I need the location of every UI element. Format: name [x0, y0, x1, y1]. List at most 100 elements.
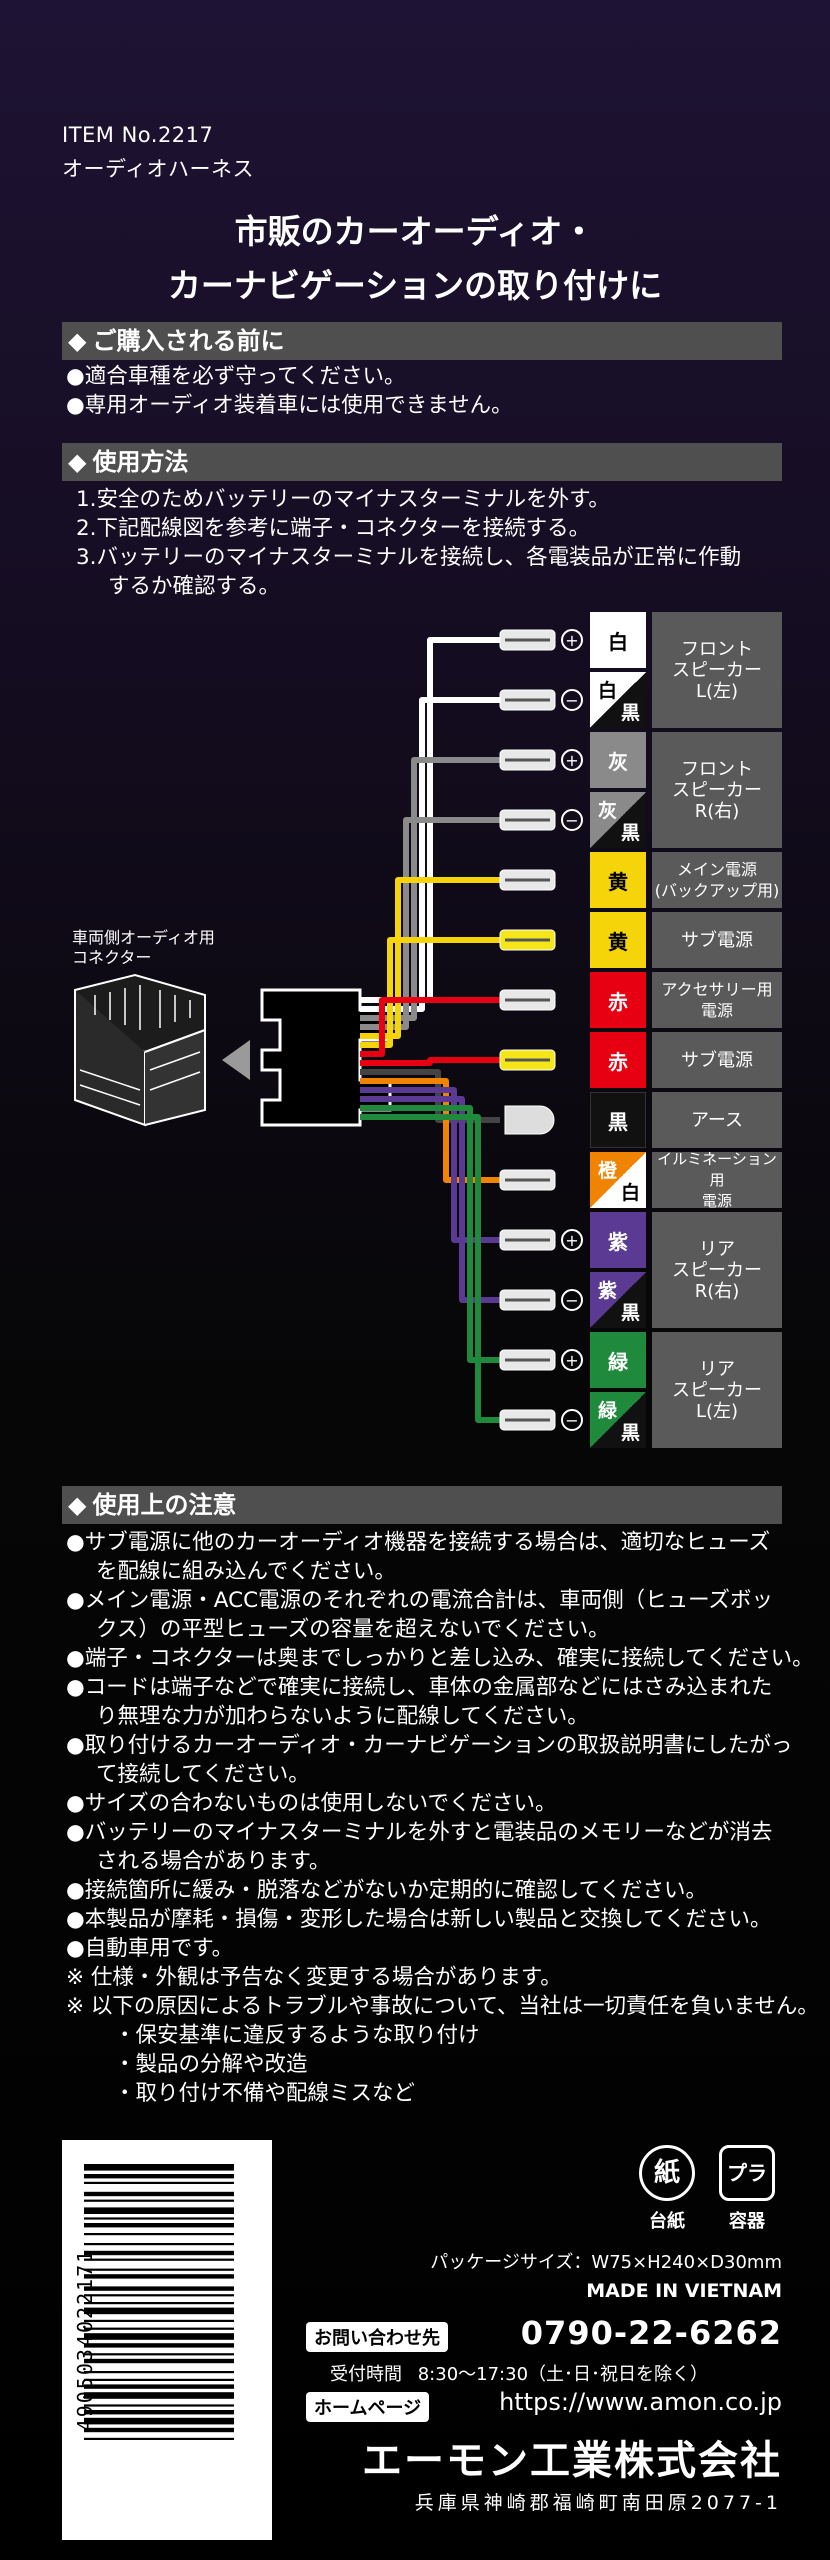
diamond-icon: ◆	[68, 327, 87, 355]
terminal-icon	[499, 1049, 556, 1071]
headline-line2: カーナビゲーションの取り付けに	[167, 266, 663, 305]
barcode-bar	[84, 2294, 234, 2297]
wire-color-box-green-black: 緑黒	[590, 1392, 646, 1448]
wire-color-box-gray: 灰	[590, 732, 646, 788]
barcode-bar	[84, 2250, 234, 2256]
terminal-icon	[499, 749, 556, 771]
usage-step: 3.バッテリーのマイナスターミナルを接続し、各電装品が正常に作動	[76, 545, 742, 570]
barcode-bar	[84, 2199, 234, 2202]
wiring-diagram: +−+−+−+− 車両側オーディオ用 コネクター 白 白黒 灰 灰黒 黄 黄 赤…	[0, 600, 830, 1460]
package-size: パッケージサイズ：W75×H240×D30mm	[430, 2252, 782, 2273]
hours-row: 受付時間 8:30〜17:30（土･日･祝日を除く）	[330, 2360, 782, 2386]
terminal-icon	[499, 989, 556, 1011]
diamond-icon: ◆	[68, 448, 87, 476]
wire-color-box-orange-white: 橙白	[590, 1152, 646, 1208]
barcode-bar	[84, 2378, 234, 2381]
wire-color-box-black: 黒	[590, 1092, 646, 1148]
barcode-bar	[84, 2258, 234, 2261]
label-sub-power: サブ電源	[652, 1032, 782, 1088]
wire-color-box-green: 緑	[590, 1332, 646, 1388]
vehicle-connector-illustration	[74, 973, 206, 1127]
usage-step-cont: するか確認する。	[108, 574, 281, 599]
caution-line: ●バッテリーのマイナスターミナルを外すと電装品のメモリーなどが消去	[66, 1820, 773, 1845]
item-header: ITEM No.2217 オーディオハーネス	[62, 118, 254, 186]
polarity-icon	[561, 1349, 583, 1371]
diamond-icon: ◆	[68, 1491, 87, 1519]
barcode-bar	[84, 2164, 234, 2171]
company-address: 兵庫県神崎郡福崎町南田原2077-1	[414, 2492, 782, 2514]
inquiry-label: お問い合わせ先	[306, 2322, 448, 2352]
usage-step: 1.安全のためバッテリーのマイナスターミナルを外す。	[76, 487, 610, 512]
barcode-bar	[84, 2223, 234, 2228]
usage-step: 2.下記配線図を参考に端子・コネクターを接続する。	[76, 516, 591, 541]
terminal-icon	[499, 1409, 556, 1431]
headline-line1: 市販のカーオーディオ・	[234, 212, 596, 251]
wire-color-box-yellow: 黄	[590, 912, 646, 968]
caution-line: される場合があります。	[96, 1849, 331, 1874]
phone-number: 0790-22-6262	[520, 2314, 782, 2352]
barcode-bar	[84, 2286, 234, 2291]
polarity-sign: +	[565, 631, 578, 650]
paper-recycle-mark: 紙 台紙	[632, 2145, 702, 2235]
barcode-bar	[84, 2327, 234, 2330]
polarity-icon	[561, 809, 583, 831]
barcode-bar	[84, 2384, 234, 2389]
wire-5	[360, 937, 500, 1048]
barcode-bar	[84, 2410, 234, 2415]
vehicle-connector-label-line: 車両側オーディオ用	[72, 928, 215, 947]
caution-line: ※ 仕様・外観は予告なく変更する場合があります。	[66, 1965, 562, 1990]
wire-color-box-yellow: 黄	[590, 852, 646, 908]
wire-color-box-red: 赤	[590, 972, 646, 1028]
section-title: ご購入される前に	[92, 327, 285, 355]
caution-line: ●自動車用です。	[66, 1936, 234, 1961]
barcode-number: 4905034022171	[73, 2248, 97, 2432]
polarity-sign: −	[565, 1411, 578, 1430]
label-accessory-power: アクセサリー用 電源	[652, 972, 782, 1028]
hours-label: 受付時間	[330, 2364, 402, 2385]
terminal-icon	[499, 1169, 556, 1191]
plastic-recycle-label: 容器	[729, 2211, 765, 2232]
headline: 市販のカーオーディオ・ カーナビゲーションの取り付けに	[0, 205, 830, 313]
terminal-icon	[499, 1289, 556, 1311]
caution-line: り無理な力が加わらないように配線してください。	[96, 1704, 589, 1729]
wire-color-box-purple-black: 紫黒	[590, 1272, 646, 1328]
caution-line: ・取り付け不備や配線ミスなど	[114, 2081, 416, 2106]
section-title: 使用上の注意	[92, 1491, 237, 1519]
label-front-speaker-right: フロント スピーカー R(右)	[652, 732, 782, 848]
wire-12	[360, 1105, 500, 1363]
polarity-icon	[561, 1229, 583, 1251]
polarity-icon	[561, 1409, 583, 1431]
caution-line: て接続してください。	[96, 1762, 310, 1787]
barcode-bar	[84, 2174, 234, 2179]
plastic-recycle-mark: プラ 容器	[712, 2145, 782, 2235]
wire-13	[360, 1114, 500, 1423]
inquiry-row: お問い合わせ先 0790-22-6262	[306, 2314, 782, 2356]
vehicle-connector-label: 車両側オーディオ用 コネクター	[72, 928, 215, 968]
wire-color-box-white-black: 白黒	[590, 672, 646, 728]
wire-color-box-gray-black: 灰黒	[590, 792, 646, 848]
caution-line: ●取り付けるカーオーディオ・カーナビゲーションの取扱説明書にしたがっ	[66, 1733, 793, 1758]
polarity-sign: +	[565, 751, 578, 770]
company-name: エーモン工業株式会社	[362, 2438, 782, 2484]
wire-color-box-purple: 紫	[590, 1212, 646, 1268]
barcode-bar	[84, 2371, 234, 2374]
cautions-list: ●サブ電源に他のカーオーディオ機器を接続する場合は、適切なヒューズ を配線に組み…	[66, 1528, 819, 2108]
hours-value: 8:30〜17:30（土･日･祝日を除く）	[417, 2364, 709, 2385]
label-front-speaker-left: フロント スピーカー L(左)	[652, 612, 782, 728]
label-ground: アース	[652, 1092, 782, 1148]
terminal-icon	[499, 809, 556, 831]
barcode-bar	[84, 2437, 234, 2440]
caution-line: を配線に組み込んでください。	[96, 1559, 396, 1584]
wire-color-box-white: 白	[590, 612, 646, 668]
polarity-sign: −	[565, 691, 578, 710]
barcode-bar	[84, 2191, 234, 2197]
barcode: 4905034022171	[62, 2140, 272, 2540]
barcode-bar	[84, 2268, 234, 2271]
caution-line: ●サイズの合わないものは使用しないでください。	[66, 1791, 557, 1816]
barcode-bar	[84, 2404, 234, 2407]
caution-line: ●端子・コネクターは奥までしっかりと差し込み、確実に接続してください。	[66, 1646, 814, 1671]
label-sub-power: サブ電源	[652, 912, 782, 968]
wire-6	[360, 997, 500, 1057]
before-purchase-item: ●専用オーディオ装着車には使用できません。	[66, 393, 513, 418]
terminal-icon	[499, 929, 556, 951]
